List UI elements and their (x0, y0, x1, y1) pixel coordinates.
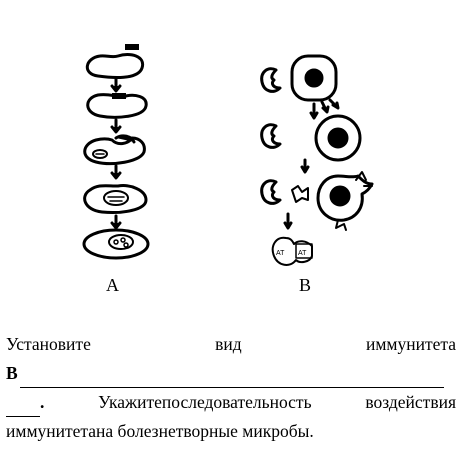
phagocytosis-sequence (82, 44, 150, 260)
question-line-2: В (6, 359, 456, 388)
microbe-3 (260, 179, 282, 205)
phagocyte-stage-1 (85, 53, 145, 80)
question-line-3: . Укажитепоследовательность воздействия (6, 388, 456, 417)
word-establish: Установите (6, 334, 91, 354)
antigen-antibody-complex (271, 236, 313, 266)
panel-a-label: А (106, 275, 119, 295)
phagocyte-stage-3 (83, 136, 146, 166)
humoral-sequence (260, 54, 374, 266)
question-line-4: иммунитетана болезнетворные микробы. (6, 421, 314, 441)
word-indicate-sequence: Укажитепоследовательность (98, 392, 312, 412)
word-type: вид (215, 334, 242, 354)
microbe-1 (260, 67, 282, 93)
immunity-diagram: АТ АТ (82, 44, 374, 266)
period-mark: . (40, 392, 45, 412)
bacterium-shape (125, 44, 139, 50)
lymphocyte-cell (290, 54, 338, 102)
microbe-2 (260, 123, 282, 149)
plasma-cell (314, 114, 362, 162)
question-line-1: Установите вид иммунитета (6, 330, 456, 359)
antibody-label-2: АТ (298, 250, 307, 257)
immunity-diagram-svg: АТ АТ (82, 44, 374, 266)
phagocyte-stage-4 (83, 184, 148, 214)
answer-blank-long[interactable] (19, 369, 444, 388)
panel-b-label: В (299, 275, 312, 295)
answer-blank-short[interactable] (6, 398, 40, 417)
phagocyte-stage-5 (82, 228, 150, 260)
question-text: Установите вид иммунитета В . Укажитепос… (6, 330, 456, 446)
antibody-shape (291, 185, 309, 203)
letter-v: В (6, 363, 18, 383)
word-immunity: иммунитета (365, 334, 456, 354)
word-effect: воздействия (365, 392, 456, 412)
antibody-label-1: АТ (276, 250, 285, 257)
